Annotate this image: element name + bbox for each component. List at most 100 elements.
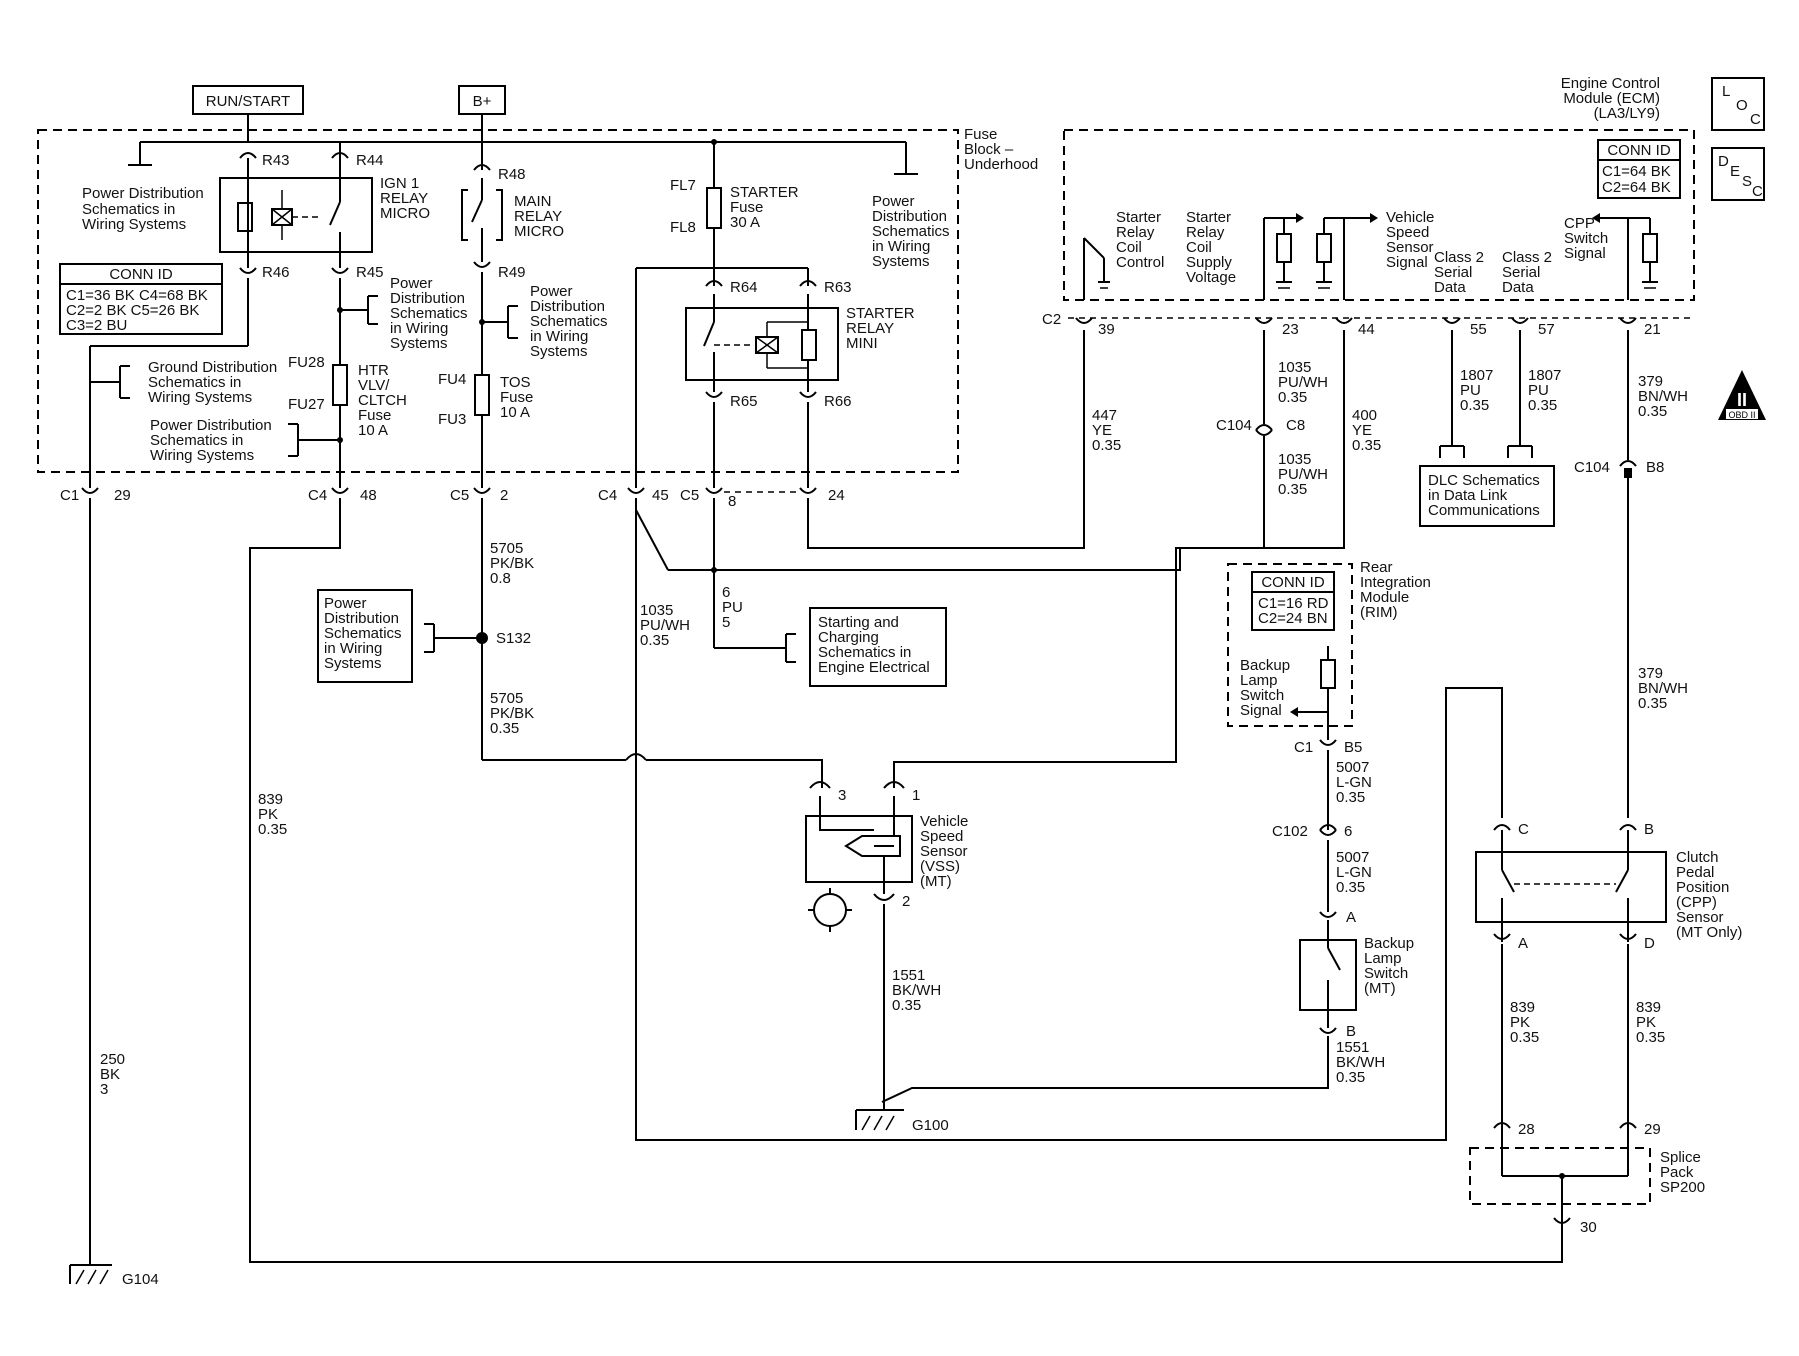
svg-text:C4: C4 [598, 487, 617, 504]
svg-text:C: C [1750, 111, 1761, 128]
svg-text:Switch: Switch [1364, 965, 1408, 982]
wire-1551-backup [881, 1036, 1329, 1103]
starter-fuse [706, 187, 722, 229]
svg-text:Serial: Serial [1502, 264, 1540, 281]
svg-text:839: 839 [1636, 999, 1661, 1016]
svg-text:MINI: MINI [846, 335, 878, 352]
svg-text:A: A [1518, 935, 1528, 952]
svg-text:BK/WH: BK/WH [1336, 1054, 1385, 1071]
svg-text:B: B [1644, 821, 1654, 838]
htr-fuse-label: HTR VLV/ CLTCH Fuse 10 A [358, 362, 407, 439]
svg-text:YE: YE [1092, 422, 1112, 439]
svg-text:44: 44 [1358, 321, 1375, 338]
svg-text:IGN 1: IGN 1 [380, 175, 419, 192]
svg-text:(CPP): (CPP) [1676, 894, 1717, 911]
svg-text:S: S [1742, 173, 1752, 190]
svg-text:O: O [1736, 97, 1748, 114]
svg-text:C1=16 RD: C1=16 RD [1258, 595, 1329, 612]
svg-text:Wiring Systems: Wiring Systems [148, 389, 252, 406]
pin-fl8: FL8 [670, 219, 696, 236]
svg-text:Distribution: Distribution [390, 290, 465, 307]
svg-text:10 A: 10 A [358, 422, 388, 439]
svg-text:PK: PK [258, 806, 278, 823]
ground-g100: G100 [855, 1109, 949, 1134]
svg-text:L-GN: L-GN [1336, 864, 1372, 881]
svg-text:A: A [1346, 909, 1356, 926]
svg-text:0.35: 0.35 [1336, 1069, 1365, 1086]
svg-text:0.35: 0.35 [1528, 397, 1557, 414]
pin-r45: R45 [356, 264, 384, 281]
svg-text:250: 250 [100, 1051, 125, 1068]
svg-text:(RIM): (RIM) [1360, 604, 1398, 621]
svg-text:OBD II: OBD II [1728, 410, 1755, 420]
rim-backup-signal: Backup Lamp Switch Signal [1240, 646, 1336, 740]
connector-c104-c8: C104 C8 [1216, 417, 1305, 434]
svg-text:MICRO: MICRO [380, 205, 430, 222]
svg-text:TOS: TOS [500, 374, 531, 391]
svg-text:PU: PU [1528, 382, 1549, 399]
svg-text:RELAY: RELAY [846, 320, 894, 337]
svg-text:Splice: Splice [1660, 1149, 1701, 1166]
svg-text:0.35: 0.35 [258, 821, 287, 838]
svg-text:C2=24 BN: C2=24 BN [1258, 610, 1328, 627]
svg-text:0.35: 0.35 [490, 720, 519, 737]
ecm-title: Engine Control Module (ECM) (LA3/LY9) [1561, 75, 1660, 122]
wire-label-400: 400 YE 0.35 [1352, 407, 1381, 454]
svg-text:Starting and: Starting and [818, 614, 899, 631]
main-relay [461, 178, 503, 262]
svg-text:Schematics in: Schematics in [818, 644, 911, 661]
svg-text:0.35: 0.35 [1336, 789, 1365, 806]
ground-g104: G104 [69, 1264, 159, 1288]
svg-text:6: 6 [1344, 823, 1352, 840]
obd-ii-badge: II OBD II [1718, 370, 1766, 420]
svg-text:Schematics in: Schematics in [150, 432, 243, 449]
svg-text:Power Distribution: Power Distribution [150, 417, 272, 434]
wire-label-1807-b: 1807 PU 0.35 [1528, 367, 1561, 414]
wire-1035-left [635, 498, 1503, 1141]
svg-text:C102: C102 [1272, 823, 1308, 840]
svg-text:Engine Control: Engine Control [1561, 75, 1660, 92]
svg-text:Serial: Serial [1434, 264, 1472, 281]
svg-text:Pedal: Pedal [1676, 864, 1714, 881]
svg-text:0.35: 0.35 [1636, 1029, 1665, 1046]
svg-text:Schematics: Schematics [530, 313, 608, 330]
pin-r43: R43 [262, 152, 290, 169]
svg-text:PK/BK: PK/BK [490, 555, 534, 572]
vss-label: Vehicle Speed Sensor (VSS) (MT) [920, 813, 968, 890]
svg-text:Class 2: Class 2 [1502, 249, 1552, 266]
svg-text:Engine Electrical: Engine Electrical [818, 659, 930, 676]
wire-label-5705-top: 5705 PK/BK 0.8 [490, 540, 534, 587]
svg-text:B8: B8 [1646, 459, 1664, 476]
svg-text:PU/WH: PU/WH [640, 617, 690, 634]
svg-text:Signal: Signal [1240, 702, 1282, 719]
wire-label-379-top: 379 BN/WH 0.35 [1638, 373, 1688, 420]
svg-text:Control: Control [1116, 254, 1164, 271]
wire-label-1551-vss: 1551 BK/WH 0.35 [892, 967, 941, 1014]
svg-text:Schematics: Schematics [324, 625, 402, 642]
pin-fu28: FU28 [288, 354, 325, 371]
svg-text:Distribution: Distribution [530, 298, 605, 315]
backup-lamp-switch: A B [1299, 909, 1357, 1040]
backup-lamp-switch-label: Backup Lamp Switch (MT) [1364, 935, 1414, 997]
svg-text:C104: C104 [1574, 459, 1610, 476]
svg-text:2: 2 [500, 487, 508, 504]
svg-text:C8: C8 [1286, 417, 1305, 434]
ref-power-distribution-mid: Power Distribution Schematics in Wiring … [390, 275, 468, 352]
wire-label-5007-bot: 5007 L-GN 0.35 [1336, 849, 1372, 896]
svg-text:PU: PU [722, 599, 743, 616]
svg-text:Lamp: Lamp [1240, 672, 1278, 689]
ref-dlc: DLC Schematics in Data Link Communicatio… [1419, 465, 1555, 527]
svg-text:447: 447 [1092, 407, 1117, 424]
svg-text:Systems: Systems [324, 655, 382, 672]
run-start-text: RUN/START [206, 93, 290, 110]
svg-text:379: 379 [1638, 665, 1663, 682]
ecm-loc-icon: L O C [1711, 77, 1765, 131]
svg-text:RELAY: RELAY [514, 208, 562, 225]
svg-text:1807: 1807 [1460, 367, 1493, 384]
rim-outline [1227, 563, 1353, 727]
ecm-class2-b: Class 2 Serial Data [1502, 249, 1552, 296]
svg-text:PU: PU [1460, 382, 1481, 399]
wire-400 [893, 330, 1345, 788]
ign1-relay-label: IGN 1 RELAY MICRO [380, 175, 430, 222]
svg-text:in Wiring: in Wiring [872, 238, 930, 255]
